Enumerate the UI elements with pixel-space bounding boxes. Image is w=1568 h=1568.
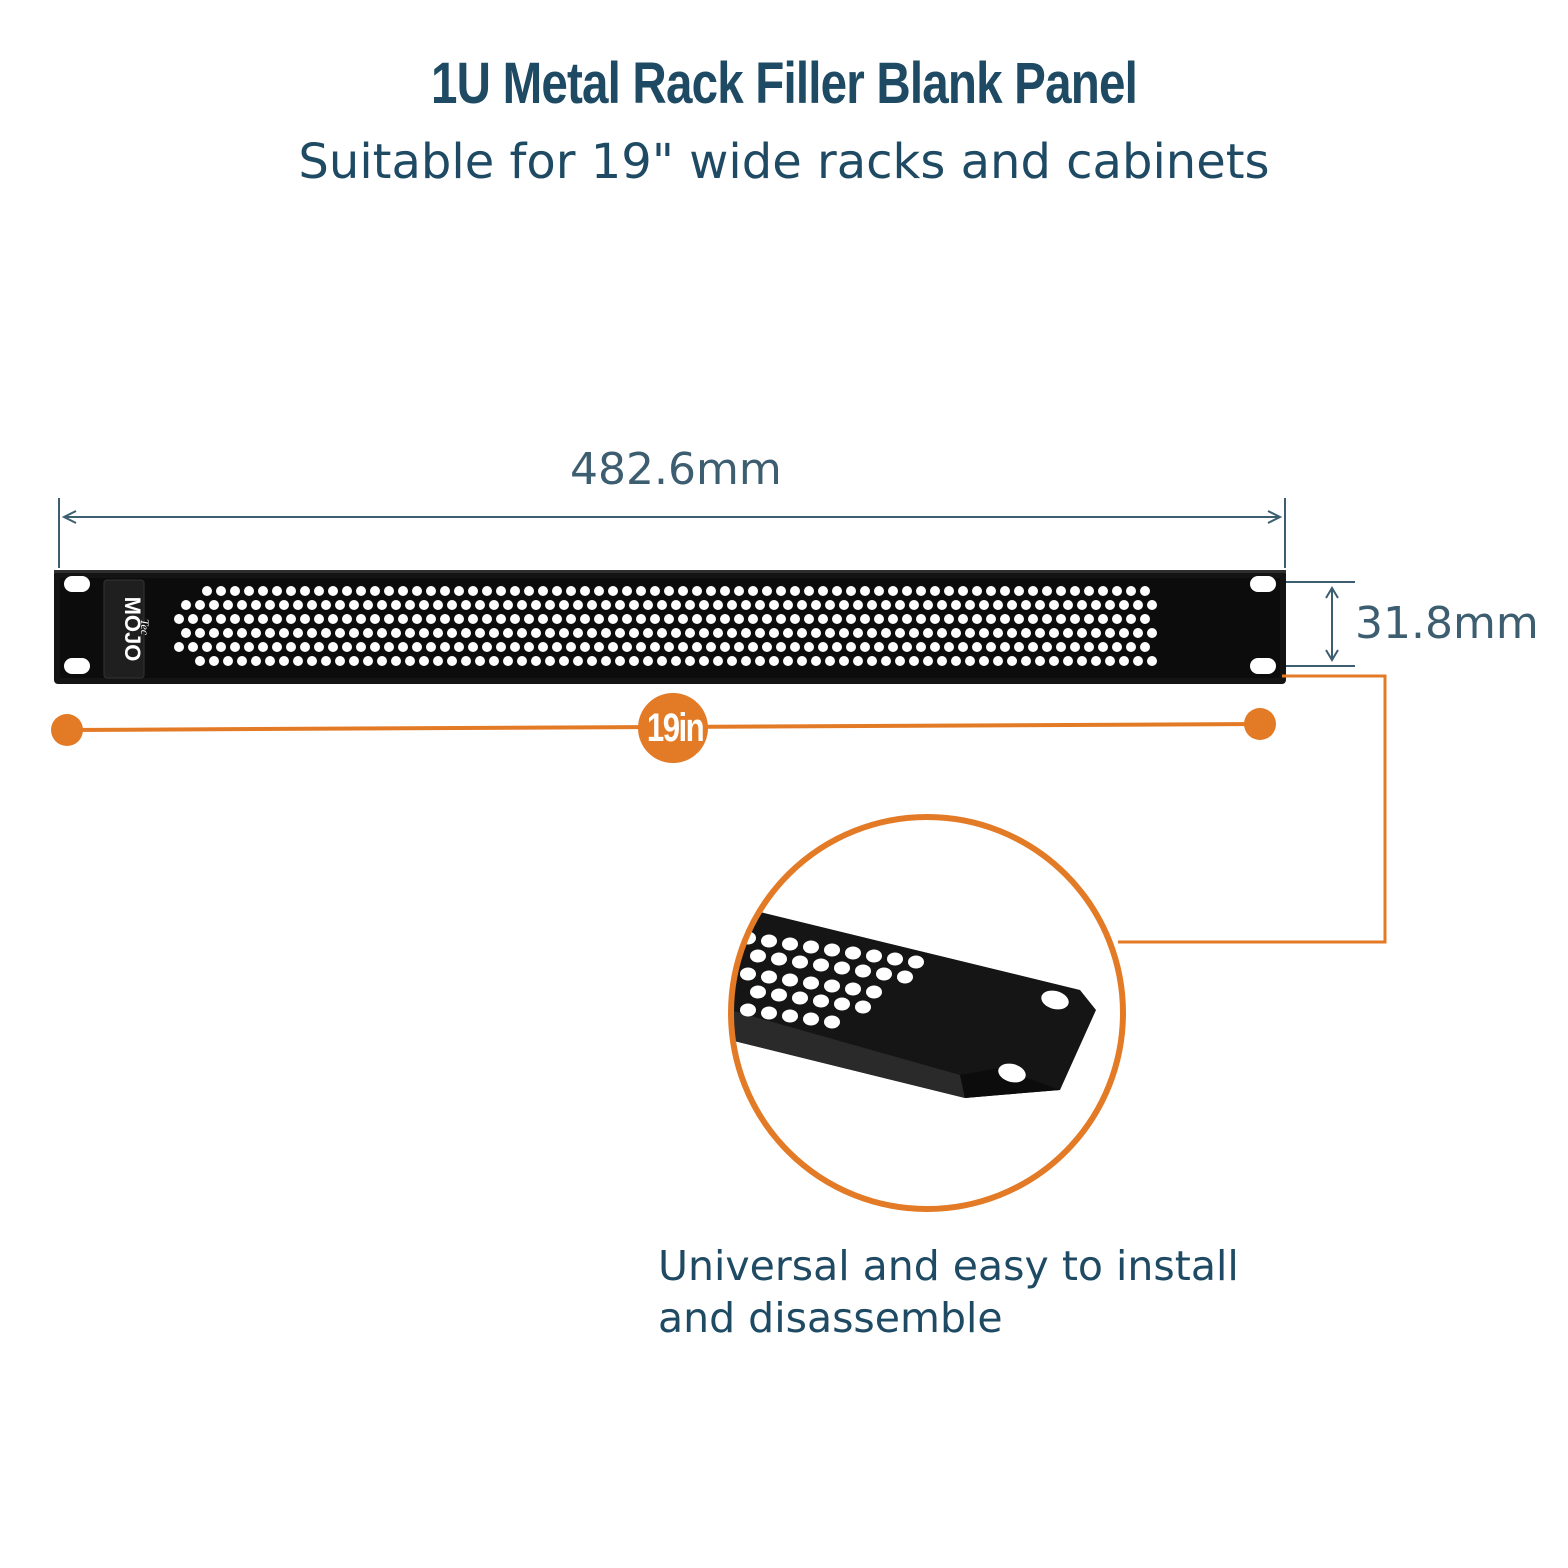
mounting-holes bbox=[64, 576, 1276, 674]
height-label: 31.8mm bbox=[1355, 598, 1539, 649]
caption-line-2: and disassemble bbox=[658, 1294, 1003, 1342]
panel-brand-logo: Tec MOJO bbox=[120, 597, 152, 662]
panel-brand-small: Tec bbox=[138, 619, 152, 636]
width-label: 482.6mm bbox=[570, 444, 782, 495]
page-title: 1U Metal Rack Filler Blank Panel bbox=[431, 51, 1138, 116]
measure-endpoint-left bbox=[51, 714, 83, 746]
vent-holes bbox=[174, 586, 1157, 666]
rack-size-label: 19in bbox=[646, 706, 705, 750]
rack-size-badge bbox=[638, 693, 708, 763]
zoom-detail bbox=[728, 814, 1126, 1212]
rack-size-measure bbox=[51, 693, 1276, 763]
width-dimension bbox=[58, 498, 1286, 568]
rack-panel bbox=[54, 570, 1286, 684]
caption-line-1: Universal and easy to install bbox=[658, 1242, 1239, 1290]
measure-endpoint-right bbox=[1244, 708, 1276, 740]
page-subtitle: Suitable for 19" wide racks and cabinets bbox=[298, 134, 1270, 190]
panel-brand-large: MOJO bbox=[120, 597, 145, 662]
zoom-connector bbox=[1118, 674, 1387, 944]
feature-caption: Universal and easy to install and disass… bbox=[658, 1240, 1278, 1344]
